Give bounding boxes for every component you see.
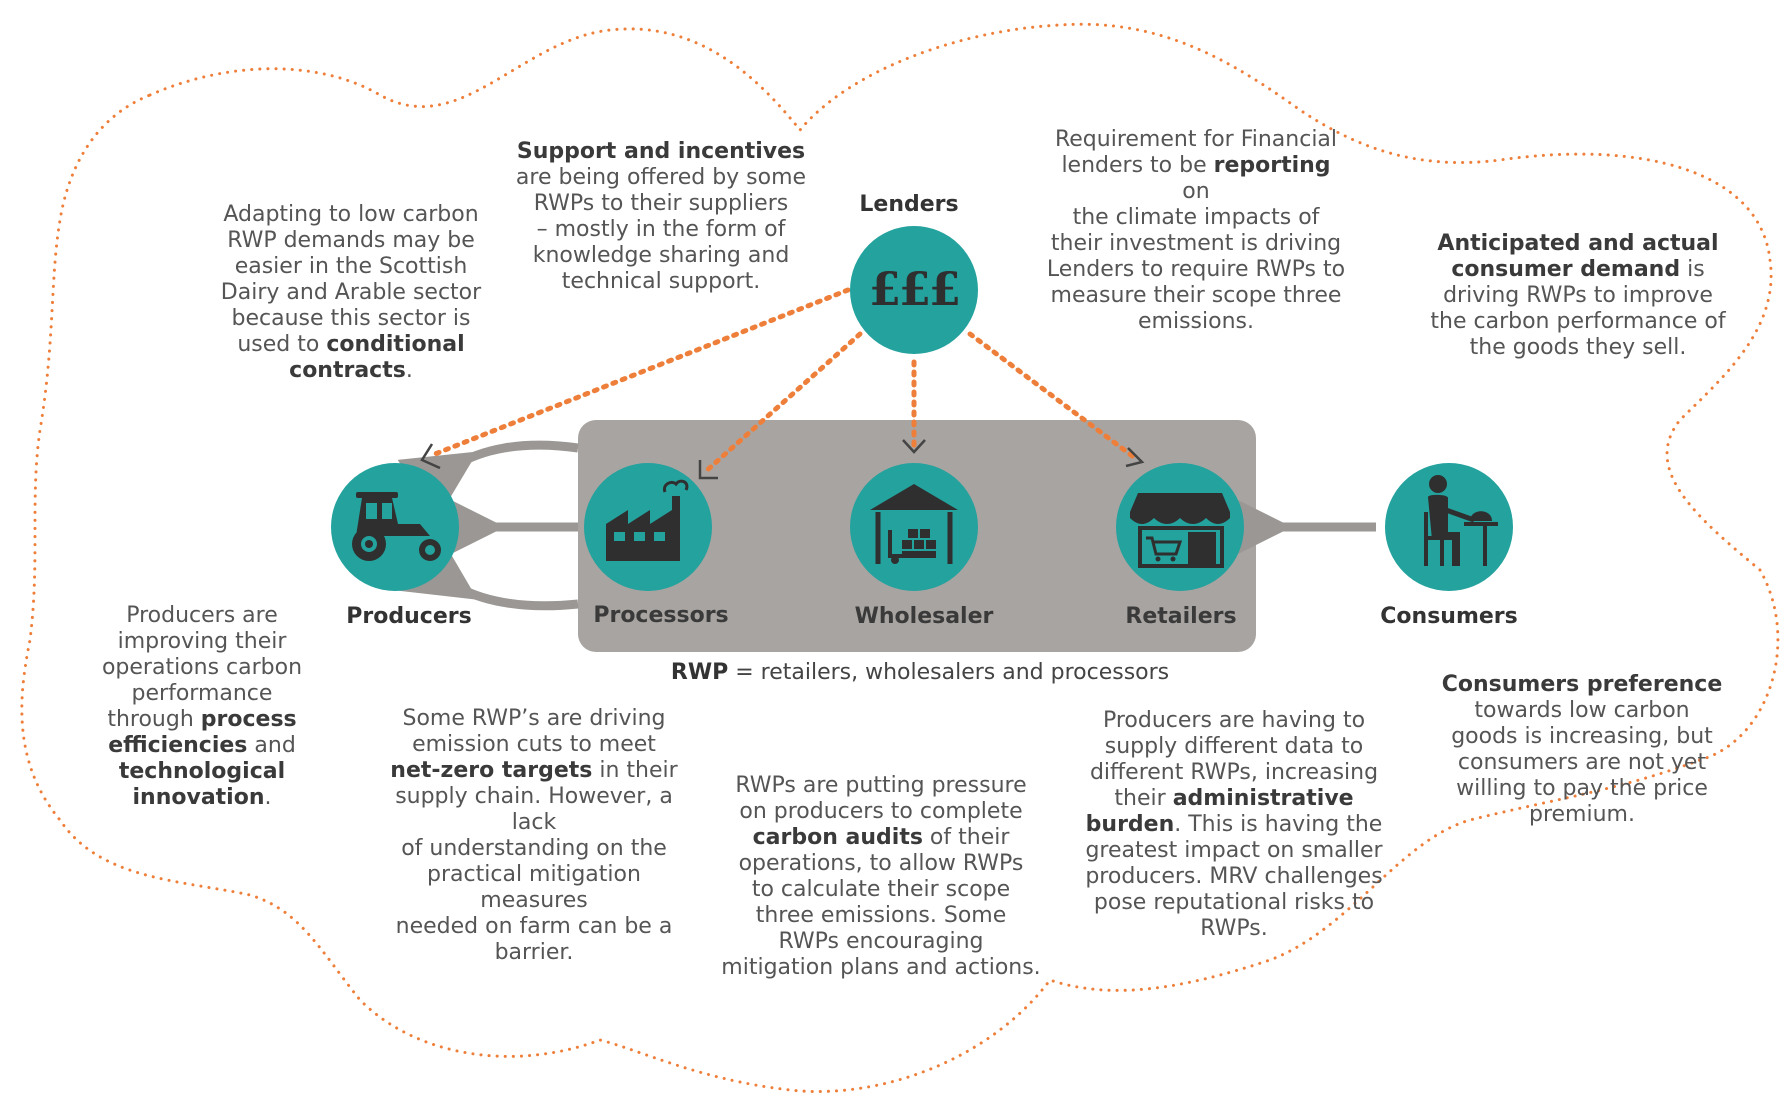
- wholesaler-label: Wholesaler: [854, 604, 994, 629]
- consumers-node: [1385, 463, 1513, 591]
- lender-influence-lines: [427, 287, 1138, 475]
- adapting-note: Adapting to low carbon RWP demands may b…: [220, 202, 482, 383]
- tractor-icon: [352, 492, 441, 561]
- warehouse-icon: [870, 484, 958, 564]
- consumers-label: Consumers: [1380, 604, 1518, 629]
- arrow-to-producers-bottom: [397, 530, 579, 611]
- requirement-note: Requirement for Financial lenders to be …: [1046, 127, 1346, 334]
- producers-label: Producers: [346, 604, 472, 629]
- cloud-outline: [20, 22, 1780, 1093]
- producers-improving-note: Producers are improving their operations…: [101, 603, 303, 810]
- arrow-to-producers-top: [397, 440, 579, 521]
- administrative-burden-note: Producers are having to supply different…: [1085, 708, 1383, 941]
- processors-label: Processors: [593, 603, 729, 628]
- pound-coins-icon: £££: [868, 262, 961, 316]
- support-note: Support and incentives are being offered…: [515, 139, 807, 294]
- wholesaler-node: [850, 463, 978, 591]
- factory-icon: [606, 479, 689, 561]
- retailers-label: Retailers: [1125, 604, 1237, 629]
- storefront-icon: [1130, 493, 1230, 568]
- lenders-node: [850, 226, 978, 354]
- net-zero-note: Some RWP’s are driving emission cuts to …: [390, 706, 678, 965]
- person-dining-icon: [1424, 475, 1498, 566]
- carbon-audits-note: RWPs are putting pressure on producers t…: [721, 773, 1041, 980]
- lenders-label: Lenders: [859, 192, 959, 217]
- rwp-caption: RWP = retailers, wholesalers and process…: [670, 660, 1170, 685]
- anticipated-demand-note: Anticipated and actual consumer demand i…: [1430, 231, 1726, 360]
- consumer-preference-note: Consumers preference towards low carbon …: [1441, 672, 1723, 827]
- lender-arrowheads: [420, 439, 1145, 480]
